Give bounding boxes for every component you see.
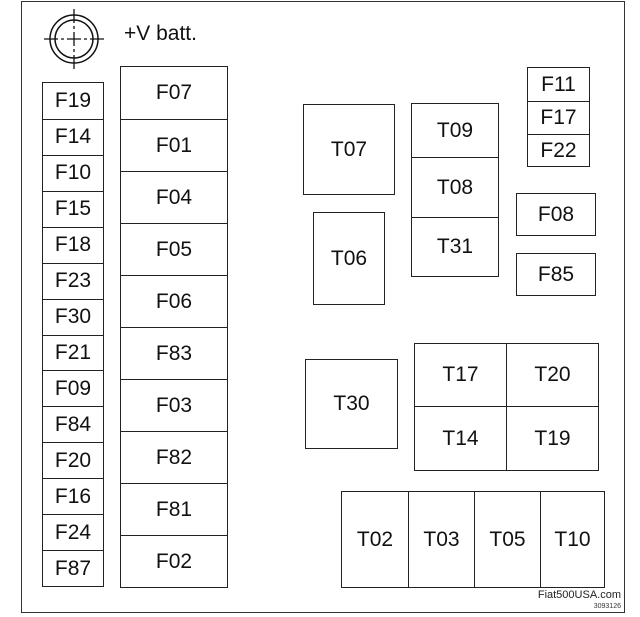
- fuse-label: F09: [54, 376, 92, 400]
- battery-label: +V batt.: [124, 22, 197, 45]
- relay-t10[interactable]: T10: [540, 492, 604, 587]
- fuse-f01[interactable]: F01: [121, 119, 227, 171]
- relay-grid: T17 T20 T14 T19: [414, 343, 599, 471]
- fuse-f11[interactable]: F11: [528, 68, 589, 101]
- fuse-f81[interactable]: F81: [121, 483, 227, 535]
- fuse-label: F16: [54, 484, 92, 508]
- fuse-label: F18: [54, 233, 92, 257]
- relay-label: T03: [423, 527, 460, 551]
- fuse-label: F11: [541, 72, 576, 96]
- fuse-f23[interactable]: F23: [43, 262, 103, 299]
- fuse-f03[interactable]: F03: [121, 379, 227, 431]
- fuse-label: F01: [155, 133, 193, 157]
- relay-bottom-row: T02 T03 T05 T10: [341, 491, 605, 588]
- battery-terminal-icon: [44, 9, 106, 71]
- fuse-f87[interactable]: F87: [43, 550, 103, 586]
- relay-t14[interactable]: T14: [415, 407, 507, 470]
- relay-t06[interactable]: T06: [313, 212, 385, 305]
- diagram-code: 3093126: [593, 603, 621, 610]
- relay-label: T10: [554, 527, 591, 551]
- relay-t30[interactable]: T30: [305, 359, 398, 449]
- fuse-label: F21: [54, 340, 92, 364]
- fuse-label: F02: [155, 549, 193, 573]
- fuse-label: F05: [155, 237, 193, 261]
- relay-label: T17: [442, 363, 479, 386]
- right-fuse-stack: F11 F17 F22: [527, 67, 590, 167]
- relay-t03[interactable]: T03: [408, 492, 474, 587]
- fuse-f10[interactable]: F10: [43, 154, 103, 191]
- fuse-f82[interactable]: F82: [121, 431, 227, 483]
- relay-label: T02: [356, 527, 394, 551]
- fuse-f84[interactable]: F84: [43, 406, 103, 442]
- fuse-f18[interactable]: F18: [43, 226, 103, 263]
- fuse-f24[interactable]: F24: [43, 514, 103, 550]
- fuse-f19[interactable]: F19: [43, 83, 103, 119]
- fuse-label: F17: [540, 106, 577, 129]
- relay-t05[interactable]: T05: [474, 492, 540, 587]
- fuse-label: F82: [155, 445, 193, 469]
- relay-t08[interactable]: T08: [412, 157, 498, 217]
- fuse-label: F07: [155, 81, 193, 104]
- fuse-f08[interactable]: F08: [516, 193, 596, 236]
- relay-label: T14: [442, 426, 479, 450]
- relay-t20[interactable]: T20: [507, 344, 598, 407]
- fuse-label: F24: [54, 520, 92, 544]
- fuse-f07[interactable]: F07: [121, 67, 227, 119]
- relay-label: T07: [330, 137, 368, 161]
- fuse-f05[interactable]: F05: [121, 223, 227, 275]
- fuse-f30[interactable]: F30: [43, 298, 103, 335]
- fuse-f14[interactable]: F14: [43, 118, 103, 155]
- relay-t31[interactable]: T31: [412, 217, 498, 276]
- relay-t09[interactable]: T09: [412, 104, 498, 157]
- fuse-f85[interactable]: F85: [516, 253, 596, 296]
- relay-label: T08: [436, 175, 474, 199]
- relay-label: T20: [534, 363, 571, 386]
- fuse-f15[interactable]: F15: [43, 190, 103, 227]
- fuse-label: F20: [54, 448, 92, 472]
- relay-t19[interactable]: T19: [507, 407, 598, 470]
- fuse-label: F03: [155, 393, 193, 417]
- fuse-label: F81: [155, 497, 193, 521]
- relay-label: T05: [489, 527, 526, 551]
- fuse-label: F85: [537, 262, 575, 286]
- fuse-f20[interactable]: F20: [43, 442, 103, 478]
- relay-label: T09: [436, 118, 474, 142]
- fuse-label: F14: [54, 125, 92, 149]
- relay-label: T31: [436, 235, 474, 258]
- fuse-label: F06: [155, 289, 193, 313]
- fuse-label: F87: [54, 556, 92, 580]
- fuse-label: F30: [54, 305, 92, 329]
- relay-t02[interactable]: T02: [342, 492, 408, 587]
- fuse-f06[interactable]: F06: [121, 275, 227, 327]
- fuse-label: F15: [54, 197, 92, 221]
- fuse-label: F84: [54, 412, 92, 436]
- relay-label: T30: [333, 392, 370, 415]
- fuse-f22[interactable]: F22: [528, 134, 589, 166]
- relay-t17[interactable]: T17: [415, 344, 507, 407]
- relay-label: T19: [534, 426, 571, 450]
- relay-stack-upper: T09 T08 T31: [411, 103, 499, 277]
- fuse-f83[interactable]: F83: [121, 327, 227, 379]
- brand-watermark: Fiat500USA.com: [537, 589, 621, 601]
- fuse-label: F04: [155, 185, 193, 209]
- fuse-f17[interactable]: F17: [528, 101, 589, 134]
- fuse-box-outline: [21, 1, 625, 613]
- fuse-f21[interactable]: F21: [43, 334, 103, 371]
- relay-label: T06: [330, 246, 368, 270]
- fuse-label: F10: [54, 161, 92, 185]
- fuse-f02[interactable]: F02: [121, 535, 227, 587]
- fuse-f09[interactable]: F09: [43, 370, 103, 406]
- fuse-label: F83: [155, 341, 193, 365]
- fuse-label: F08: [537, 202, 575, 226]
- fuse-label: F19: [54, 88, 92, 112]
- fuse-f16[interactable]: F16: [43, 478, 103, 514]
- fuse-label: F22: [540, 138, 577, 162]
- fuse-label: F23: [54, 269, 92, 293]
- relay-t07[interactable]: T07: [303, 104, 395, 195]
- fuse-f04[interactable]: F04: [121, 171, 227, 223]
